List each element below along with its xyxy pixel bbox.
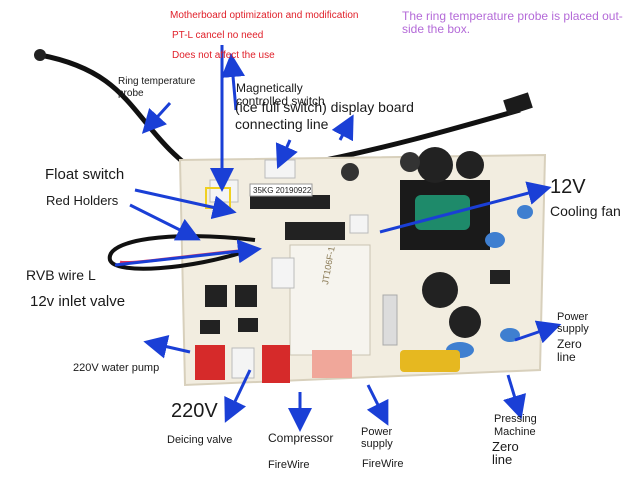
note-no-effect: Does not affect the use (172, 50, 275, 61)
label-power-supply-bottom-1: Power (361, 426, 393, 438)
transistor (238, 318, 258, 332)
label-water-pump: 220V water pump (73, 362, 160, 374)
label-cooling-fan: Cooling fan (550, 203, 621, 219)
note-optimization: Motherboard optimization and modificatio… (170, 10, 359, 21)
capacitor (422, 272, 458, 308)
label-display-2: connecting line (235, 116, 329, 132)
yellow-capacitor (400, 350, 460, 372)
chip-marking: 35KG 20190922 (253, 186, 312, 195)
arrow-magnetic-2 (221, 53, 246, 111)
label-ring-probe-1: Ring temperature (118, 76, 196, 87)
label-magnetic-1: Magnetically (236, 81, 303, 95)
label-220v: 220V (171, 400, 218, 422)
label-inlet-valve: 12v inlet valve (30, 293, 126, 310)
ic-chip (285, 222, 345, 240)
label-power-supply-right-2: supply (557, 323, 589, 335)
capacitor (417, 147, 453, 183)
ic-chip (235, 285, 257, 307)
label-deicing-valve: Deicing valve (167, 434, 233, 446)
red-terminal (262, 345, 290, 383)
arrow-red-holder (129, 203, 201, 241)
transformer-coil (415, 195, 470, 230)
ic-chip (250, 195, 330, 209)
red-terminal (195, 345, 225, 380)
relay (289, 244, 371, 356)
probe-tip (34, 49, 46, 61)
label-float-switch: Float switch (45, 166, 125, 183)
blue-capacitor (485, 232, 505, 248)
label-magnetic-2: controlled switch (236, 94, 325, 108)
label-pressing-1: Pressing (494, 413, 537, 425)
arrow-deicing (224, 369, 252, 423)
arrow-ring-probe (141, 101, 172, 134)
blue-capacitor (517, 205, 533, 219)
arrow-rvb (114, 239, 262, 267)
arrow-float (134, 188, 237, 220)
label-power-supply-right-1: Power (557, 311, 589, 323)
label-firewire-left: FireWire (268, 459, 310, 471)
arrow-pump (143, 334, 191, 359)
ic-chip (490, 270, 510, 284)
transistor (200, 320, 220, 334)
label-rvb-wire: RVB wire L (26, 267, 96, 283)
connector (349, 214, 369, 234)
arrow-power-right (514, 320, 562, 344)
arrow-12v (379, 181, 552, 234)
capacitor (341, 163, 359, 181)
red-terminal (231, 347, 255, 379)
probe-note-line2: side the box. (402, 22, 471, 36)
connector (264, 159, 296, 179)
connector (271, 257, 295, 289)
probe-note-line1: The ring temperature probe is placed out… (402, 9, 623, 23)
label-firewire-right: FireWire (362, 458, 404, 470)
label-power-supply-bottom-2: supply (361, 438, 393, 450)
capacitor (456, 151, 484, 179)
ic-chip (205, 285, 227, 307)
arrow-display (275, 139, 298, 169)
display-connector (503, 92, 533, 116)
label-zero-bottom-2: line (492, 452, 513, 467)
label-zero-right-2: line (557, 350, 576, 364)
label-ring-probe-2: probe (118, 88, 144, 99)
sticker (249, 183, 313, 197)
label-pressing-2: Machine (494, 426, 536, 438)
capacitor (400, 152, 420, 172)
label-zero-bottom-1: Zero (492, 439, 519, 454)
red-terminal (312, 350, 352, 378)
fuse (382, 294, 398, 346)
note-ptl-cancel: PT-L cancel no need (172, 30, 264, 41)
connector (209, 179, 239, 203)
label-compressor: Compressor (268, 431, 334, 445)
arrow-power-bottom (366, 384, 389, 426)
arrow-pressing (503, 374, 527, 420)
capacitor (449, 306, 481, 338)
label-12v: 12V (550, 176, 586, 198)
label-zero-right-1: Zero (557, 337, 582, 351)
annotation-arrows (114, 45, 562, 432)
arrow-display-2 (331, 114, 354, 142)
label-display-1: (ice full switch) display board (235, 99, 414, 115)
label-red-holders: Red Holders (46, 193, 119, 208)
